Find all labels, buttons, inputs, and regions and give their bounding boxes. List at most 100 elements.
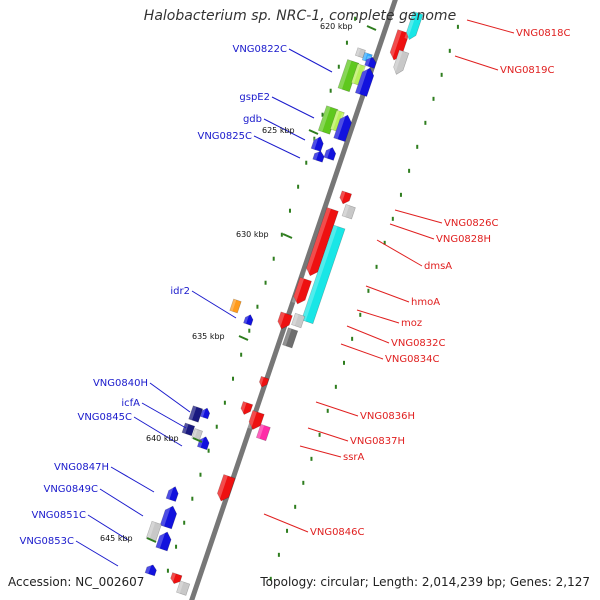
gene-highlight <box>258 376 264 387</box>
leader-vng0849c <box>99 488 144 517</box>
gene-arrow <box>391 49 410 75</box>
gene-highlight <box>215 474 228 501</box>
gene-arrow <box>364 55 377 69</box>
gene-shape <box>229 298 242 314</box>
gene-arrow <box>199 406 211 420</box>
gene-arrow <box>144 563 157 577</box>
gene-highlight <box>355 47 361 57</box>
gene-highlight <box>355 66 369 95</box>
label-vng0845c: VNG0845C <box>77 412 132 423</box>
gene-shape <box>291 312 306 329</box>
gene-highlight <box>176 580 184 594</box>
gene-arrow <box>317 105 339 135</box>
map-title: Halobacterium sp. NRC-1, complete genome <box>143 8 457 24</box>
gene-highlight <box>364 55 372 67</box>
gene-highlight <box>160 504 172 527</box>
gene-shape <box>341 204 356 220</box>
gene-shape <box>317 105 339 135</box>
gene-shape <box>406 11 424 41</box>
gene-arrow <box>239 401 254 415</box>
gene-arrow <box>404 11 424 41</box>
gene-arrow <box>312 149 325 163</box>
tick-mark <box>192 437 203 443</box>
gene-highlight <box>256 424 265 439</box>
gene-shape <box>310 136 324 152</box>
leader-vng0836h <box>315 401 359 417</box>
gene-shape <box>339 190 352 205</box>
label-moz: moz <box>401 318 422 329</box>
label-vng0851c: VNG0851C <box>31 510 86 521</box>
gene-highlight <box>146 521 156 540</box>
gene-arrow <box>333 113 352 143</box>
gene-highlight <box>229 299 237 312</box>
gene-highlight <box>312 149 320 161</box>
tick-label-625-kbp: 625 kbp <box>262 126 295 135</box>
tick-mark <box>146 537 157 543</box>
leader-vng0845c <box>133 416 183 447</box>
gene-shape <box>323 147 337 161</box>
leader-dmsa <box>376 239 423 267</box>
gene-arrow <box>155 530 172 552</box>
gene-highlight <box>243 313 250 324</box>
gene-shape <box>181 422 196 437</box>
label-vng0834c: VNG0834C <box>385 354 440 365</box>
gene-shape <box>217 474 236 502</box>
gene-shape <box>301 224 346 325</box>
gene-arrow <box>304 207 339 277</box>
label-vng0840h: VNG0840H <box>93 378 148 389</box>
label-gdb: gdb <box>243 114 262 125</box>
gene-highlight <box>388 29 402 60</box>
label-vng0847h: VNG0847H <box>54 462 109 473</box>
leader-vng0818c <box>466 19 515 34</box>
gene-highlight <box>200 406 207 418</box>
gene-arrow <box>354 66 375 97</box>
label-vng0837h: VNG0837H <box>350 436 405 447</box>
label-gspe2: gspE2 <box>239 92 270 103</box>
accession-text: Accession: NC_002607 <box>8 575 145 589</box>
label-leaders <box>75 19 515 567</box>
gene-arrow <box>323 145 337 161</box>
gene-highlight <box>182 423 189 434</box>
leader-vng0834c <box>340 343 384 360</box>
gene-highlight <box>191 428 198 439</box>
tick-label-645-kbp: 645 kbp <box>100 534 133 543</box>
label-dmsa: dmsA <box>424 261 452 272</box>
leader-vng0832c <box>346 325 390 344</box>
leader-vng0826c <box>394 209 443 224</box>
gene-highlight <box>304 207 331 276</box>
gene-shape <box>277 311 293 330</box>
leader-vng0819c <box>454 55 499 71</box>
gene-highlight <box>188 405 197 421</box>
gene-highlight <box>169 572 176 584</box>
tick-label-620-kbp: 620 kbp <box>320 22 353 31</box>
gene-arrow <box>188 405 204 423</box>
gene-shape <box>243 314 254 326</box>
gene-shape <box>240 401 254 415</box>
label-vng0846c: VNG0846C <box>310 527 365 538</box>
gene-highlight <box>342 204 350 217</box>
gene-highlight <box>155 530 166 549</box>
gene-arrow <box>282 327 299 349</box>
gene-shape <box>354 67 375 97</box>
gene-highlight <box>333 113 347 140</box>
leader-gdb <box>263 118 306 141</box>
gene-shape <box>393 49 410 75</box>
gene-arrow <box>243 313 254 326</box>
gene-shape <box>248 410 265 430</box>
gene-shape <box>165 486 179 502</box>
gene-arrow <box>338 190 352 205</box>
gene-shape <box>170 572 183 585</box>
gene-highlight <box>166 485 174 500</box>
label-vng0825c: VNG0825C <box>197 131 252 142</box>
gene-highlight <box>351 63 361 84</box>
gene-highlight <box>291 313 299 326</box>
gene-shape <box>259 375 270 388</box>
gene-shape <box>199 407 211 420</box>
label-vng0819c: VNG0819C <box>500 65 555 76</box>
leader-vng0840h <box>149 382 191 413</box>
gene-arrow <box>215 474 236 502</box>
gene-arrow <box>255 423 271 442</box>
gene-arrow <box>169 572 183 585</box>
gene-highlight <box>323 145 332 159</box>
